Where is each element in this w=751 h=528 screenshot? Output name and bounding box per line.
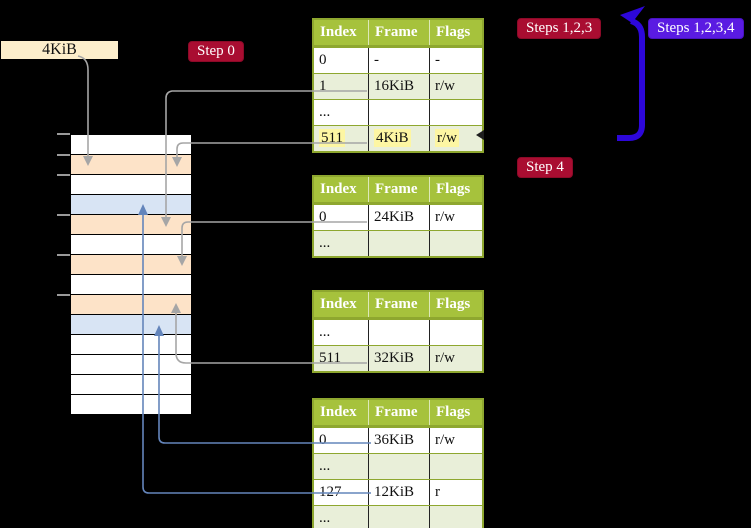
memory-frame-white [71, 395, 191, 414]
table-cell: ... [314, 506, 369, 528]
table-cell: 24KiB [369, 205, 430, 230]
memory-frame-blue [71, 315, 191, 335]
table-cell: - [369, 48, 430, 73]
table-row: ... [314, 99, 482, 125]
memory-frame-peach [71, 295, 191, 315]
table-cell [369, 231, 430, 256]
table-row: 511 4KiB r/w [314, 125, 482, 151]
steps1234-label: Steps 1,2,3,4 [648, 18, 744, 39]
table-cell [369, 100, 430, 125]
table-cell [430, 100, 482, 125]
table-cell: 0 [314, 428, 369, 453]
header-cell: Flags [436, 296, 471, 312]
memory-frame-peach [71, 155, 191, 175]
table-cell: ... [314, 231, 369, 256]
memory-ticks [57, 133, 70, 296]
memory-frame-white [71, 135, 191, 155]
table-cell [369, 506, 430, 528]
steps123-label: Steps 1,2,3 [517, 18, 602, 39]
memory-frame-peach [71, 215, 191, 235]
big-step-arrow [617, 6, 645, 141]
table-cell: 4KiB [369, 126, 430, 151]
table-cell: 16KiB [369, 74, 430, 99]
table-cell: 36KiB [369, 428, 430, 453]
table-cell [369, 454, 430, 479]
memory-frame-white [71, 175, 191, 195]
memory-frame-white [71, 335, 191, 355]
highlighted-value: 4KiB [374, 129, 411, 147]
header-cell: Index [314, 292, 369, 317]
table-cell: r/w [435, 432, 455, 448]
memory-frame-white [71, 275, 191, 295]
table-cell: r/w [435, 350, 455, 366]
header-cell: Flags [436, 181, 471, 197]
table-cell: 12KiB [369, 480, 430, 505]
frame-size-label: 4KiB [1, 41, 118, 59]
table-cell [430, 231, 482, 256]
table-cell: 32KiB [369, 346, 430, 371]
physical-memory [70, 134, 192, 415]
table-cell: ... [314, 454, 369, 479]
table-cell [430, 454, 482, 479]
header-cell: Frame [369, 177, 430, 202]
memory-frame-white [71, 355, 191, 375]
table-cell: 511 [314, 346, 369, 371]
table-cell: r/w [435, 78, 455, 94]
table-row: ... [314, 505, 482, 528]
table-row: ... [314, 319, 482, 345]
table-cell [430, 506, 482, 528]
table-cell: r/w [435, 209, 455, 225]
table-row: ... [314, 453, 482, 479]
table-cell: 0 [314, 205, 369, 230]
header-cell: Frame [369, 20, 430, 45]
table-cell: 0 [314, 48, 369, 73]
table-cell [369, 320, 430, 345]
header-cell: Frame [369, 400, 430, 425]
step4-label: Step 4 [517, 157, 573, 178]
memory-frame-blue [71, 195, 191, 215]
header-cell: Flags [436, 404, 471, 420]
table-cell: r [435, 484, 440, 500]
table-cell: r/w [430, 126, 482, 151]
table-row: 0-- [314, 47, 482, 73]
table-cell: ... [314, 100, 369, 125]
table-cell: 511 [314, 126, 369, 151]
table-cell [430, 320, 482, 345]
step0-label: Step 0 [188, 41, 244, 62]
table-cell: - [435, 52, 440, 68]
memory-frame-white [71, 375, 191, 395]
header-cell: Index [314, 177, 369, 202]
highlighted-value: 511 [319, 129, 345, 147]
table-cell: 1 [314, 74, 369, 99]
header-cell: Index [314, 20, 369, 45]
memory-frame-white [71, 235, 191, 255]
header-cell: Index [314, 400, 369, 425]
table-cell: 127 [314, 480, 369, 505]
table-cell: ... [314, 320, 369, 345]
header-cell: Frame [369, 292, 430, 317]
highlighted-value: r/w [435, 129, 459, 147]
table-row: ... [314, 230, 482, 256]
header-cell: Flags [436, 24, 471, 40]
memory-frame-peach [71, 255, 191, 275]
